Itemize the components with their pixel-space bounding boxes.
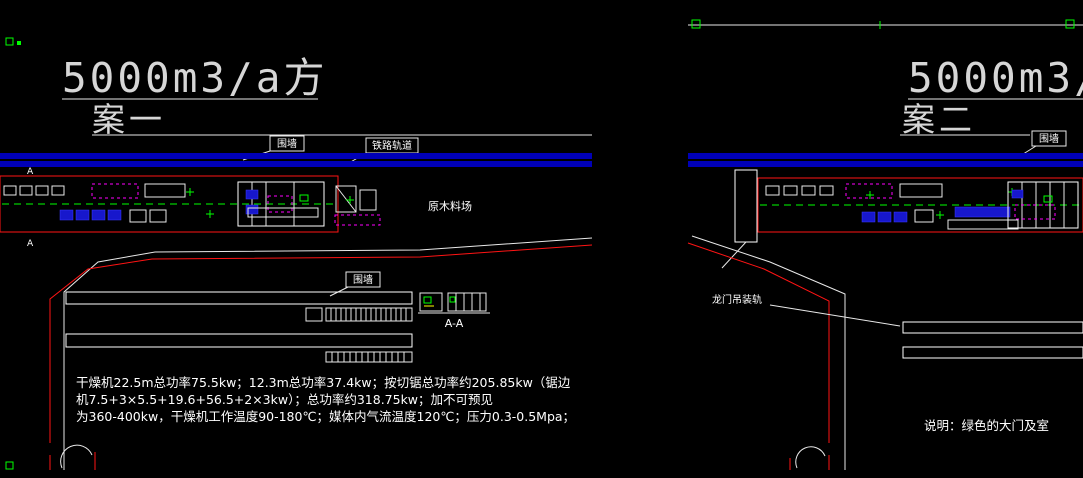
legend-note: 说明：绿色的大门及室 (924, 418, 1049, 433)
machines-row-2 (59, 209, 214, 223)
fence-mid-label-text: 围墙 (353, 273, 373, 286)
gate-arc-right (795, 446, 826, 469)
site-boundary-left (49, 237, 593, 470)
plan2-subtitle: 案二 (902, 100, 976, 139)
fence-label-text: 围墙 (277, 137, 297, 150)
section-marker-bottom: A (27, 239, 34, 249)
power-notes-line2: 机7.5+3×5.5+19.6+56.5+2×3kw）；总功率约318.75kw… (76, 392, 493, 407)
extension-bay-right (1007, 181, 1079, 229)
gate-leader (721, 241, 747, 269)
power-notes-line3: 为360-400kw，干燥机工作温度90-180℃；媒体内气流温度120℃；压力… (76, 409, 575, 424)
rail-label-text: 铁路轨道 (372, 139, 412, 152)
log-yard-label: 原木料场 (428, 199, 472, 213)
machines-row-1 (3, 183, 194, 199)
section-label: A-A (445, 317, 464, 330)
kiln-row-1 (65, 291, 413, 305)
gate-arc (60, 444, 93, 469)
fence-label-text-right: 围墙 (1039, 132, 1059, 145)
extension-bay (237, 181, 325, 227)
plan1-title: 5000m3/a方 (62, 54, 327, 102)
timber-stacks-1 (305, 307, 413, 322)
crane-rail-label: 龙门吊装轨 (712, 293, 762, 306)
plan1-subtitle: 案一 (92, 100, 166, 139)
machines-detached (334, 185, 381, 226)
section-marker-top: A (27, 167, 34, 177)
plan-left: 5000m3/a方 案一 围墙 铁路轨道 (0, 54, 593, 470)
top-reference-line (688, 19, 1083, 29)
wall-band-left (0, 153, 592, 167)
workshop-left-outline (0, 175, 339, 233)
section-detail: A-A (418, 292, 490, 330)
workshop-left: A A (0, 167, 381, 249)
power-notes-line1: 干燥机22.5m总功率75.5kw；12.3m总功率37.4kw；按切锯总功率约… (76, 375, 571, 390)
workshop-right-outline (757, 177, 1083, 233)
plan2-title: 5000m3/ (908, 54, 1083, 102)
machines-right-row-1 (765, 183, 1016, 199)
wall-band-right (688, 153, 1083, 167)
site-boundary-right (687, 235, 846, 470)
timber-stacks-2 (325, 351, 413, 363)
workshop-right (721, 169, 1083, 269)
plan-right: 5000m3/ 案二 围墙 (687, 19, 1083, 470)
machines-right-row-2 (861, 206, 1019, 230)
power-notes: 干燥机22.5m总功率75.5kw；12.3m总功率37.4kw；按切锯总功率约… (76, 375, 575, 424)
crane-rails: 龙门吊装轨 (712, 293, 1083, 359)
viewport-markers (5, 37, 21, 470)
kiln-row-2 (65, 333, 413, 348)
